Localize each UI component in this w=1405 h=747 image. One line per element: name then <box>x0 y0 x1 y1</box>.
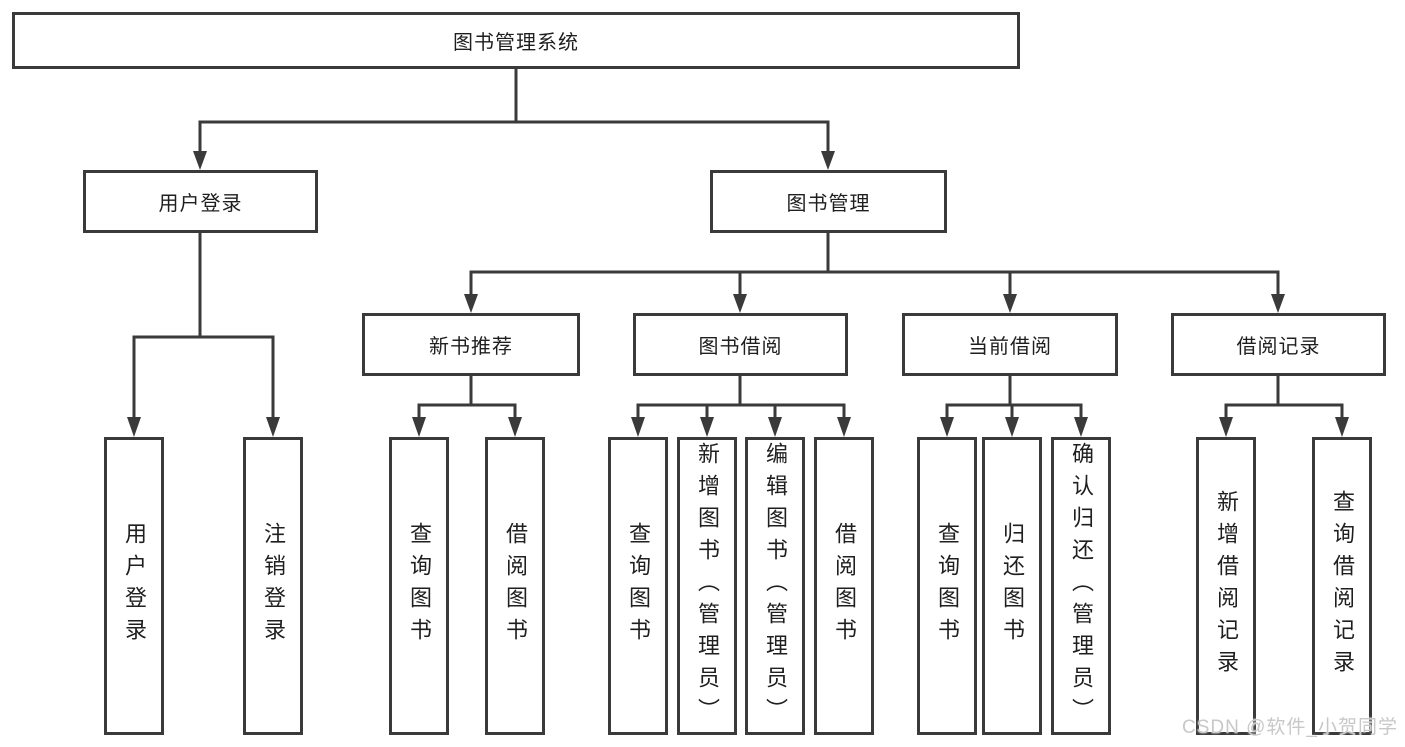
leaf-edit-books-admin: 编辑图书（管理员） <box>745 437 805 735</box>
connector-book-mgmt <box>469 231 1280 298</box>
leaf-label: 注销登录 <box>261 522 286 650</box>
connector-borrow-record <box>1224 374 1344 421</box>
leaf-confirm-return-admin: 确认归还（管理员） <box>1051 437 1111 735</box>
arrowhead-new-book <box>412 417 522 437</box>
leaf-label: 查询借阅记录 <box>1330 490 1355 682</box>
leaf-label: 借阅图书 <box>503 522 528 650</box>
leaf-label: 借阅图书 <box>832 522 857 650</box>
leaf-label: 新增借阅记录 <box>1214 490 1239 682</box>
leaf-query-books-2: 查询图书 <box>608 437 668 735</box>
leaf-borrow-books-1: 借阅图书 <box>485 437 545 735</box>
leaf-query-books-3: 查询图书 <box>917 437 977 735</box>
leaf-borrow-books-2: 借阅图书 <box>814 437 874 735</box>
connector-root-to-level2 <box>198 67 830 154</box>
leaf-label: 查询图书 <box>626 522 651 650</box>
connector-book-borrow <box>636 374 846 421</box>
csdn-watermark: CSDN @软件_小贺同学 <box>1182 717 1398 738</box>
node-book-management: 图书管理 <box>710 170 947 233</box>
leaf-label: 归还图书 <box>1000 522 1025 650</box>
leaf-label: 新增图书（管理员） <box>695 442 720 730</box>
arrowhead-current-borrow <box>940 417 1088 437</box>
leaf-add-books-admin: 新增图书（管理员） <box>677 437 737 735</box>
node-new-book-recommend: 新书推荐 <box>362 313 580 376</box>
node-book-borrow: 图书借阅 <box>633 313 848 376</box>
leaf-return-books: 归还图书 <box>982 437 1042 735</box>
arrowhead-book-mgmt <box>464 294 1285 313</box>
leaf-user-login: 用户登录 <box>104 437 164 735</box>
node-root-system: 图书管理系统 <box>12 12 1020 69</box>
leaf-add-borrow-record: 新增借阅记录 <box>1196 437 1256 735</box>
leaf-query-books-1: 查询图书 <box>389 437 449 735</box>
arrowhead-user-login <box>127 417 280 437</box>
node-borrow-record: 借阅记录 <box>1171 313 1386 376</box>
leaf-label: 确认归还（管理员） <box>1069 442 1094 730</box>
leaf-query-borrow-record: 查询借阅记录 <box>1312 437 1372 735</box>
leaf-label: 查询图书 <box>407 522 432 650</box>
leaf-label: 用户登录 <box>122 522 147 650</box>
node-current-borrow: 当前借阅 <box>902 313 1118 376</box>
connector-current-borrow <box>945 374 1083 421</box>
node-user-login: 用户登录 <box>83 170 318 233</box>
leaf-label: 查询图书 <box>935 522 960 650</box>
arrowhead-book-borrow <box>631 417 851 437</box>
leaf-label: 编辑图书（管理员） <box>763 442 788 730</box>
arrowhead-level2 <box>193 151 835 170</box>
leaf-logout: 注销登录 <box>243 437 303 735</box>
connector-user-login <box>132 231 275 421</box>
arrowhead-borrow-record <box>1219 417 1349 437</box>
connector-new-book <box>417 374 517 421</box>
